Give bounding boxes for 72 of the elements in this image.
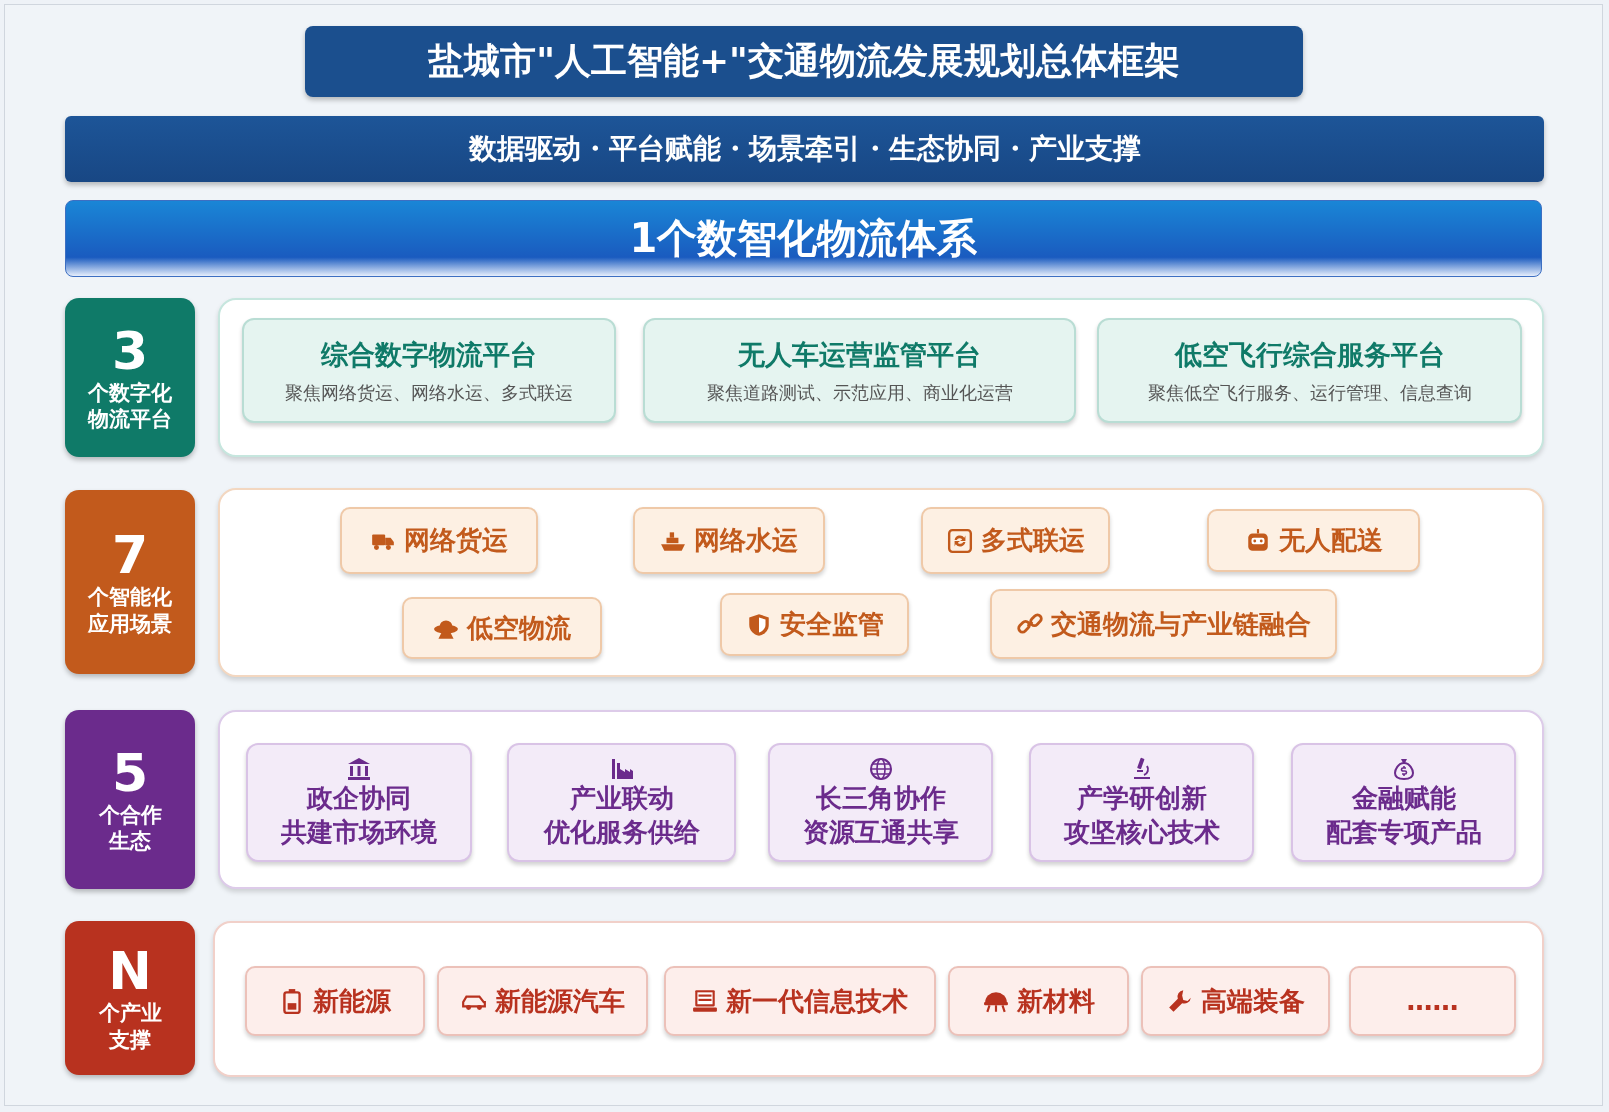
row-tag xyxy=(65,490,195,674)
ecosystem-card xyxy=(246,743,472,862)
title-text: 盐城市"人工智能+"交通物流发展规划总体框架 xyxy=(428,39,1180,83)
section-panel xyxy=(218,488,1544,677)
card-title: 产业联动 xyxy=(569,783,674,815)
card-subtitle: 聚焦道路测试、示范应用、商业化运营 xyxy=(706,380,1013,405)
card-label: 新材料 xyxy=(1016,984,1095,1018)
row-label: 个智能化应用场景 xyxy=(87,584,173,637)
section-panel xyxy=(218,710,1544,889)
tag-card xyxy=(437,966,648,1036)
card-subtitle: 配套专项产品 xyxy=(1325,816,1482,848)
tag-card xyxy=(664,966,936,1036)
tag-card xyxy=(948,966,1129,1036)
card-label: 低空物流 xyxy=(467,611,571,645)
card-label: 无人配送 xyxy=(1278,524,1383,557)
system-heading: 1个数智化物流体系 xyxy=(629,214,978,263)
platform-card xyxy=(242,318,616,423)
card-title: 政企协同 xyxy=(307,783,411,815)
section-panel xyxy=(213,921,1544,1077)
tag-card xyxy=(1141,966,1330,1036)
row-label: 个产业支撑 xyxy=(98,1000,162,1053)
tag-card xyxy=(402,597,602,659)
row-tag xyxy=(65,710,195,889)
card-title: 长三角协作 xyxy=(815,783,946,815)
tag-card xyxy=(340,507,538,574)
tag-card xyxy=(990,589,1337,659)
row-number: 7 xyxy=(111,527,149,585)
card-title: 产学研创新 xyxy=(1076,783,1207,815)
slogan-banner xyxy=(65,116,1544,182)
card-title: 无人车运营监管平台 xyxy=(738,337,981,372)
card-label: 安全监管 xyxy=(779,608,884,641)
card-label: 网络货运 xyxy=(404,524,508,557)
card-label: 多式联运 xyxy=(980,524,1085,557)
card-label: 高端装备 xyxy=(1200,984,1305,1018)
card-label: 网络水运 xyxy=(694,524,798,557)
row-number: N xyxy=(108,943,152,1001)
card-subtitle: 聚焦低空飞行服务、运行管理、信息查询 xyxy=(1147,380,1472,405)
card-subtitle: 资源互通共享 xyxy=(802,816,959,848)
card-label: …… xyxy=(1406,986,1459,1016)
row-tag xyxy=(65,298,195,457)
ecosystem-card xyxy=(507,743,736,862)
row-tag xyxy=(65,921,195,1075)
card-subtitle: 攻坚核心技术 xyxy=(1063,816,1220,848)
card-label: 新能源 xyxy=(313,984,391,1018)
tag-card xyxy=(245,966,425,1036)
tag-card xyxy=(1349,966,1516,1036)
row-number: 3 xyxy=(111,322,149,380)
card-label: 新一代信息技术 xyxy=(726,984,908,1018)
platform-card xyxy=(1097,318,1522,423)
row-label: 个数字化物流平台 xyxy=(86,379,173,433)
ecosystem-card xyxy=(1291,743,1516,862)
card-title: 金融赋能 xyxy=(1351,783,1456,815)
section-panel xyxy=(218,298,1544,457)
card-label: 交通物流与产业链融合 xyxy=(1050,607,1311,641)
tag-card xyxy=(921,507,1110,574)
card-subtitle: 聚焦网络货运、网络水运、多式联运 xyxy=(285,380,573,405)
title-banner xyxy=(305,26,1303,97)
card-subtitle: 优化服务供给 xyxy=(543,816,700,848)
tag-card xyxy=(720,593,909,656)
row-label: 个合作生态 xyxy=(98,801,162,855)
ecosystem-card xyxy=(768,743,993,862)
ecosystem-card xyxy=(1029,743,1254,862)
platform-card xyxy=(643,318,1076,423)
card-title: 综合数字物流平台 xyxy=(321,337,537,372)
card-subtitle: 共建市场环境 xyxy=(281,816,437,848)
card-label: 新能源汽车 xyxy=(494,984,625,1018)
card-title: 低空飞行综合服务平台 xyxy=(1174,337,1445,372)
tag-card xyxy=(1207,509,1420,572)
slogan-text: 数据驱动・平台赋能・场景牵引・生态协同・产业支撑 xyxy=(468,131,1141,167)
row-number: 5 xyxy=(111,744,149,802)
tag-card xyxy=(633,507,825,574)
system-banner xyxy=(65,200,1542,277)
